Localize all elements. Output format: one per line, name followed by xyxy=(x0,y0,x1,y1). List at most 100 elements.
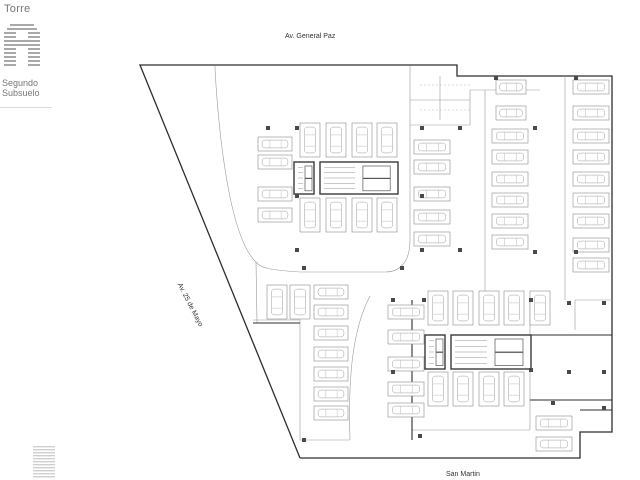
column xyxy=(602,370,606,374)
column xyxy=(295,248,299,252)
parking-spot xyxy=(257,136,293,152)
parking-spot xyxy=(387,402,425,418)
column xyxy=(551,401,555,405)
column xyxy=(458,126,462,130)
column xyxy=(391,370,395,374)
level-label: Segundo Subsuelo xyxy=(2,78,40,98)
stair-cores xyxy=(293,161,532,370)
parking-spot xyxy=(351,197,373,233)
column xyxy=(420,248,424,252)
sidebar-divider xyxy=(0,107,52,108)
column xyxy=(302,266,306,270)
parking-spot xyxy=(478,290,500,326)
parking-spot xyxy=(413,159,451,175)
parking-spot xyxy=(257,186,293,202)
parking-spot xyxy=(495,105,527,121)
parking-spot xyxy=(413,186,451,202)
parking-spot xyxy=(289,284,311,320)
column xyxy=(458,248,462,252)
parking-spot xyxy=(313,304,349,320)
parking-spot xyxy=(266,284,288,320)
parking-spot xyxy=(387,356,425,372)
column xyxy=(302,438,306,442)
parking-spot xyxy=(491,234,529,250)
parking-spot xyxy=(491,192,529,208)
parking-spot xyxy=(299,122,321,158)
parking-spot xyxy=(478,371,500,407)
parking-spot xyxy=(387,381,425,397)
column xyxy=(574,76,578,80)
column xyxy=(400,266,404,270)
parking-spot xyxy=(572,257,610,273)
column xyxy=(602,301,606,305)
level-line-1: Segundo xyxy=(2,78,39,88)
parking-spot xyxy=(387,329,425,345)
parking-spot xyxy=(491,213,529,229)
parking-spot xyxy=(387,304,425,320)
column xyxy=(266,126,270,130)
parking-spot xyxy=(313,346,349,362)
parking-spot xyxy=(313,284,349,300)
parking-spot xyxy=(452,290,474,326)
column xyxy=(529,368,533,372)
parking-spot xyxy=(572,128,610,144)
column xyxy=(420,126,424,130)
column xyxy=(567,370,571,374)
parking-spot xyxy=(325,197,347,233)
parking-spot xyxy=(427,371,449,407)
column xyxy=(567,301,571,305)
parking-spot xyxy=(299,197,321,233)
column xyxy=(422,298,426,302)
parking-spot xyxy=(503,371,525,407)
duct-lines xyxy=(420,84,470,111)
parking-spot xyxy=(313,386,349,402)
parking-spot xyxy=(503,290,525,326)
parking-spot xyxy=(313,405,349,421)
sidebar: Torre Segundo Subsuelo xyxy=(0,0,56,480)
stair-core xyxy=(319,161,399,195)
stair-core xyxy=(450,334,532,370)
tower-stripes-logo-icon xyxy=(4,24,40,66)
parking-spot xyxy=(376,122,398,158)
column xyxy=(295,194,299,198)
column xyxy=(391,298,395,302)
column xyxy=(574,250,578,254)
parking-spot xyxy=(491,128,529,144)
parking-spot xyxy=(572,171,610,187)
parking-spot xyxy=(491,149,529,165)
parking-spot xyxy=(535,415,573,431)
parking-spot xyxy=(351,122,373,158)
level-line-2: Subsuelo xyxy=(2,88,40,98)
column xyxy=(295,126,299,130)
parking-spot xyxy=(572,192,610,208)
parking-spot xyxy=(376,197,398,233)
building-label: Torre xyxy=(4,3,31,15)
parking-spot xyxy=(572,213,610,229)
parking-spot xyxy=(529,290,551,326)
column xyxy=(494,76,498,80)
parking-spot xyxy=(427,290,449,326)
parking-spot xyxy=(257,154,293,170)
street-label-top: Av. General Paz xyxy=(285,33,336,40)
parking-spots xyxy=(257,79,610,452)
parking-spot xyxy=(313,366,349,382)
stair-core xyxy=(293,161,315,195)
parking-spot xyxy=(413,139,451,155)
stripes-decoration-icon xyxy=(33,446,55,478)
parking-spot xyxy=(535,436,573,452)
column xyxy=(533,250,537,254)
parking-spot xyxy=(495,79,527,95)
parking-spot xyxy=(572,79,610,95)
parking-spot xyxy=(572,237,610,253)
parking-spot xyxy=(313,325,349,341)
parking-spot xyxy=(257,207,293,223)
stair-core xyxy=(424,334,446,370)
street-label-bottom: San Martin xyxy=(446,471,480,478)
structural-columns xyxy=(266,76,606,442)
parking-spot xyxy=(413,231,451,247)
parking-spot xyxy=(325,122,347,158)
column xyxy=(533,126,537,130)
column xyxy=(418,434,422,438)
outer-wall xyxy=(139,64,613,459)
